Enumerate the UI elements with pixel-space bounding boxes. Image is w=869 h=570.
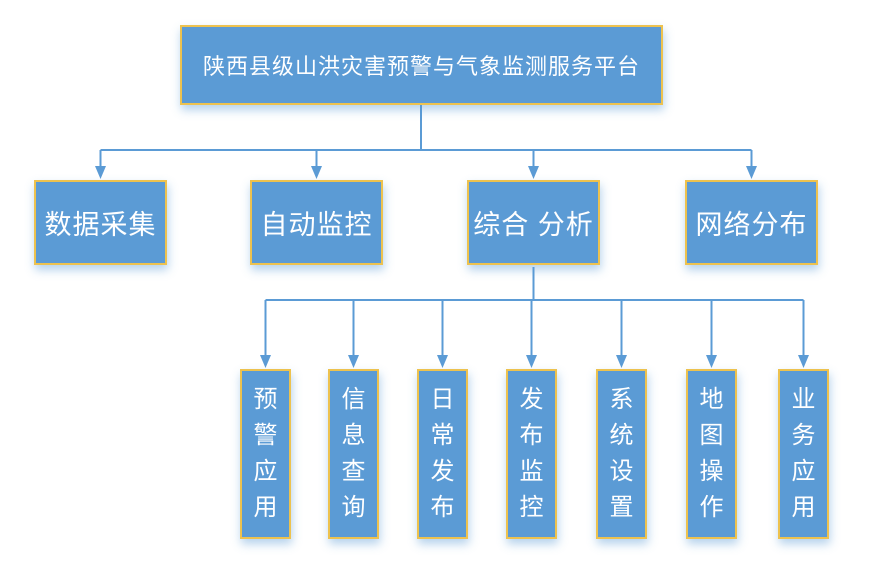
node-label: 业务应用 bbox=[791, 386, 816, 521]
node-network-distribution[interactable]: 网络分布 bbox=[685, 180, 818, 265]
node-comprehensive-analysis[interactable]: 综合 分析 bbox=[467, 180, 600, 265]
node-platform-title[interactable]: 陕西县级山洪灾害预警与气象监测服务平台 bbox=[180, 25, 663, 105]
node-label: 综合 分析 bbox=[473, 210, 594, 240]
node-system-settings[interactable]: 系统设置 bbox=[596, 369, 647, 539]
node-warning-application[interactable]: 预警应用 bbox=[240, 369, 291, 539]
node-information-query[interactable]: 信息查询 bbox=[328, 369, 379, 539]
node-map-operations[interactable]: 地图操作 bbox=[686, 369, 737, 539]
node-label: 日常发布 bbox=[430, 386, 455, 521]
node-label: 地图操作 bbox=[699, 386, 724, 521]
node-label: 数据采集 bbox=[44, 210, 157, 240]
node-auto-monitoring[interactable]: 自动监控 bbox=[250, 180, 383, 265]
node-label: 系统设置 bbox=[609, 386, 634, 521]
node-label: 发布监控 bbox=[519, 386, 544, 521]
node-label: 陕西县级山洪灾害预警与气象监测服务平台 bbox=[202, 54, 640, 79]
node-data-collection[interactable]: 数据采集 bbox=[34, 180, 167, 265]
node-label: 信息查询 bbox=[341, 386, 366, 521]
node-label: 网络分布 bbox=[695, 210, 808, 240]
node-label: 预警应用 bbox=[253, 386, 278, 521]
node-business-application[interactable]: 业务应用 bbox=[778, 369, 829, 539]
node-daily-release[interactable]: 日常发布 bbox=[417, 369, 468, 539]
node-label: 自动监控 bbox=[260, 210, 373, 240]
node-release-monitoring[interactable]: 发布监控 bbox=[506, 369, 557, 539]
